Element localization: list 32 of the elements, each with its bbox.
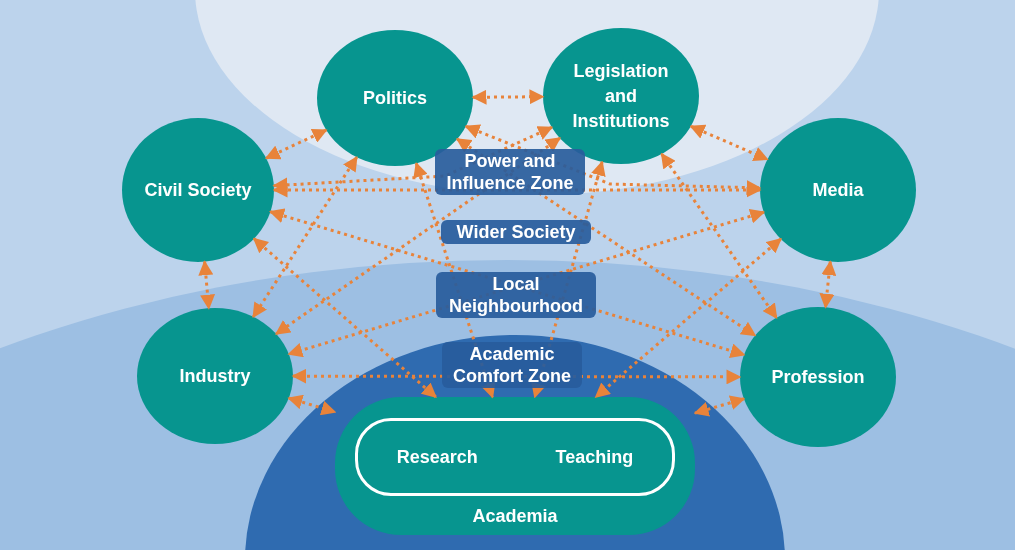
zone-label: Academic Comfort Zone (442, 342, 582, 388)
double-arrow (252, 155, 358, 319)
double-arrow (819, 260, 837, 309)
double-arrow (531, 160, 606, 399)
double-arrow (660, 152, 778, 320)
double-arrow (413, 161, 496, 399)
node-label: Media (812, 178, 864, 202)
double-arrow (689, 124, 769, 161)
zone-label: Power and Influence Zone (435, 149, 585, 195)
node-label: Academia (471, 505, 559, 528)
double-arrow (252, 237, 437, 399)
node-label: Legislation and Institutions (571, 59, 671, 133)
node-label: Civil Society (144, 178, 252, 202)
node-label: Teaching (555, 445, 634, 469)
double-arrow (287, 394, 337, 416)
zone-label: Local Neighbourhood (436, 272, 596, 318)
zone-label: Wider Society (441, 220, 591, 244)
double-arrow (693, 395, 746, 417)
double-arrow (471, 89, 545, 105)
double-arrow (198, 260, 216, 310)
double-arrow (594, 237, 782, 399)
double-arrow (291, 368, 742, 385)
node-label: Research (396, 445, 478, 469)
node-label: Profession (771, 365, 865, 389)
double-arrow (272, 182, 762, 198)
node-label: Industry (179, 364, 251, 388)
double-arrow (455, 137, 757, 337)
node-label: Politics (363, 86, 427, 110)
double-arrow (274, 136, 562, 336)
activity-box (355, 418, 675, 496)
double-arrow (264, 128, 328, 160)
double-arrow (464, 124, 762, 196)
